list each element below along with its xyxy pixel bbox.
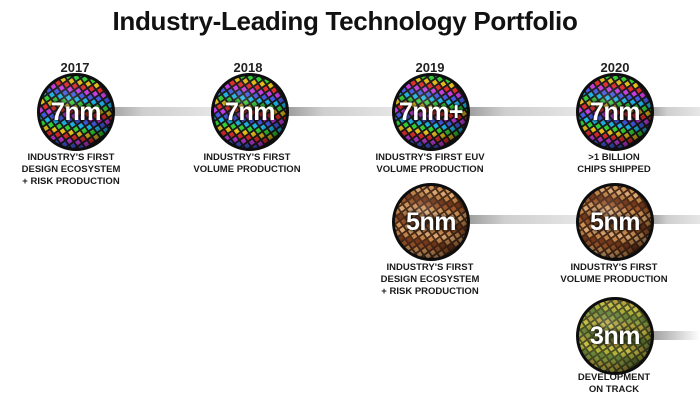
timeline-bar-7nm-a <box>105 107 215 116</box>
node-label: 5nm <box>406 208 456 236</box>
description-line: INDUSTRY'S FIRST <box>27 152 115 163</box>
description-5nm-2019: INDUSTRY'S FIRST DESIGN ECOSYSTEM + RISK… <box>355 262 505 298</box>
wafer-icon <box>575 296 655 376</box>
timeline-bar-7nm-tail <box>650 107 700 116</box>
description-line: + RISK PRODUCTION <box>22 176 120 187</box>
node-label: 7nm <box>590 98 640 126</box>
description-line: VOLUME PRODUCTION <box>193 164 301 175</box>
description-7nm-2018: INDUSTRY'S FIRST VOLUME PRODUCTION <box>172 152 322 176</box>
description-line: VOLUME PRODUCTION <box>560 274 668 285</box>
description-line: INDUSTRY'S FIRST <box>570 262 658 273</box>
description-3nm-2020: DEVELOPMENT ON TRACK <box>539 372 689 396</box>
year-header-2019: 2019 <box>415 60 445 75</box>
diagram-title: Industry-Leading Technology Portfolio <box>112 6 578 36</box>
description-line: INDUSTRY'S FIRST EUV <box>375 152 485 163</box>
node-3nm-2020: 3nm <box>575 296 655 376</box>
timeline-bar-7nm-c <box>465 107 580 116</box>
node-label: 7nm+ <box>398 98 464 126</box>
node-label: 7nm <box>225 98 275 126</box>
timeline-bar-3nm-tail <box>650 331 700 340</box>
description-line: VOLUME PRODUCTION <box>376 164 484 175</box>
node-label: 3nm <box>590 322 640 350</box>
node-label: 7nm <box>51 98 101 126</box>
wafer-icon <box>210 72 290 152</box>
timeline-bar-7nm-b <box>285 107 395 116</box>
description-line: + RISK PRODUCTION <box>381 286 479 297</box>
node-7nm-2017: 7nm <box>36 72 116 152</box>
description-7nm-2017: INDUSTRY'S FIRST DESIGN ECOSYSTEM + RISK… <box>0 152 146 188</box>
node-7nm-plus-2019: 7nm+ <box>391 72 471 152</box>
description-5nm-2020: INDUSTRY'S FIRST VOLUME PRODUCTION <box>539 262 689 286</box>
wafer-icon <box>575 182 655 262</box>
node-7nm-2018: 7nm <box>210 72 290 152</box>
description-line: ON TRACK <box>588 384 640 395</box>
year-header-2018: 2018 <box>233 60 263 75</box>
node-5nm-2019: 5nm <box>391 182 471 262</box>
description-line: INDUSTRY'S FIRST <box>203 152 291 163</box>
description-line: DEVELOPMENT <box>577 372 651 383</box>
node-5nm-2020: 5nm <box>575 182 655 262</box>
wafer-icon <box>391 182 471 262</box>
wafer-icon <box>391 72 471 152</box>
description-7nm-plus-2019: INDUSTRY'S FIRST EUV VOLUME PRODUCTION <box>355 152 505 176</box>
year-header-2017: 2017 <box>60 60 90 75</box>
wafer-icon <box>36 72 116 152</box>
description-line: DESIGN ECOSYSTEM <box>21 164 121 175</box>
description-line: >1 BILLION <box>588 152 640 163</box>
timeline-bar-5nm-tail <box>650 215 700 224</box>
node-label: 5nm <box>590 208 640 236</box>
description-line: DESIGN ECOSYSTEM <box>380 274 480 285</box>
timeline-bar-5nm-a <box>465 215 580 224</box>
description-line: INDUSTRY'S FIRST <box>386 262 474 273</box>
description-line: CHIPS SHIPPED <box>577 164 651 175</box>
year-header-2020: 2020 <box>600 60 630 75</box>
node-7nm-2020: 7nm <box>575 72 655 152</box>
description-7nm-2020: >1 BILLION CHIPS SHIPPED <box>539 152 689 176</box>
wafer-icon <box>575 72 655 152</box>
